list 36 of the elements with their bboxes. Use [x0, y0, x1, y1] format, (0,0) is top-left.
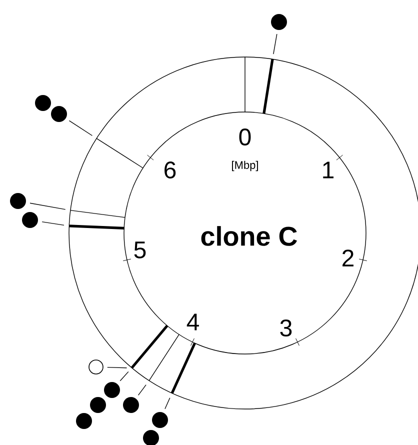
tick-label: 1: [323, 162, 334, 178]
leader-line: [120, 371, 129, 382]
filled-dot: [271, 14, 287, 30]
tick-label: 2: [342, 250, 354, 266]
thick-marker-line: [130, 324, 168, 369]
marker-line: [148, 334, 180, 381]
thick-marker-line: [69, 224, 124, 230]
leader-line: [68, 120, 93, 136]
marker-line: [96, 138, 144, 168]
filled-dot: [76, 413, 92, 429]
leader-line: [42, 222, 64, 226]
unit-label: [Mbp]: [232, 160, 258, 172]
tick-label: 6: [164, 162, 176, 178]
filled-dot: [152, 412, 168, 428]
filled-dot: [22, 212, 38, 228]
center-title: clone C: [201, 226, 297, 246]
filled-dot: [104, 382, 120, 398]
filled-dot: [35, 95, 51, 111]
marker-line: [70, 210, 126, 218]
filled-dot: [51, 106, 67, 122]
thick-marker-line: [170, 342, 196, 394]
tick-label: 0: [239, 128, 251, 146]
leader-line: [30, 202, 66, 210]
tick-label: 4: [186, 314, 199, 330]
filled-dot: [123, 397, 139, 413]
leader-line: [138, 384, 146, 396]
tick-label: 3: [280, 320, 292, 336]
thick-marker-line: [262, 58, 274, 114]
open-dot: [88, 360, 104, 374]
leader-line: [164, 398, 170, 410]
leader-line: [273, 34, 278, 54]
leader-line: [107, 366, 128, 368]
filled-dot: [90, 397, 106, 413]
filled-dot: [10, 193, 26, 209]
tick-label: 5: [134, 242, 146, 258]
marker-line: [244, 57, 246, 112]
